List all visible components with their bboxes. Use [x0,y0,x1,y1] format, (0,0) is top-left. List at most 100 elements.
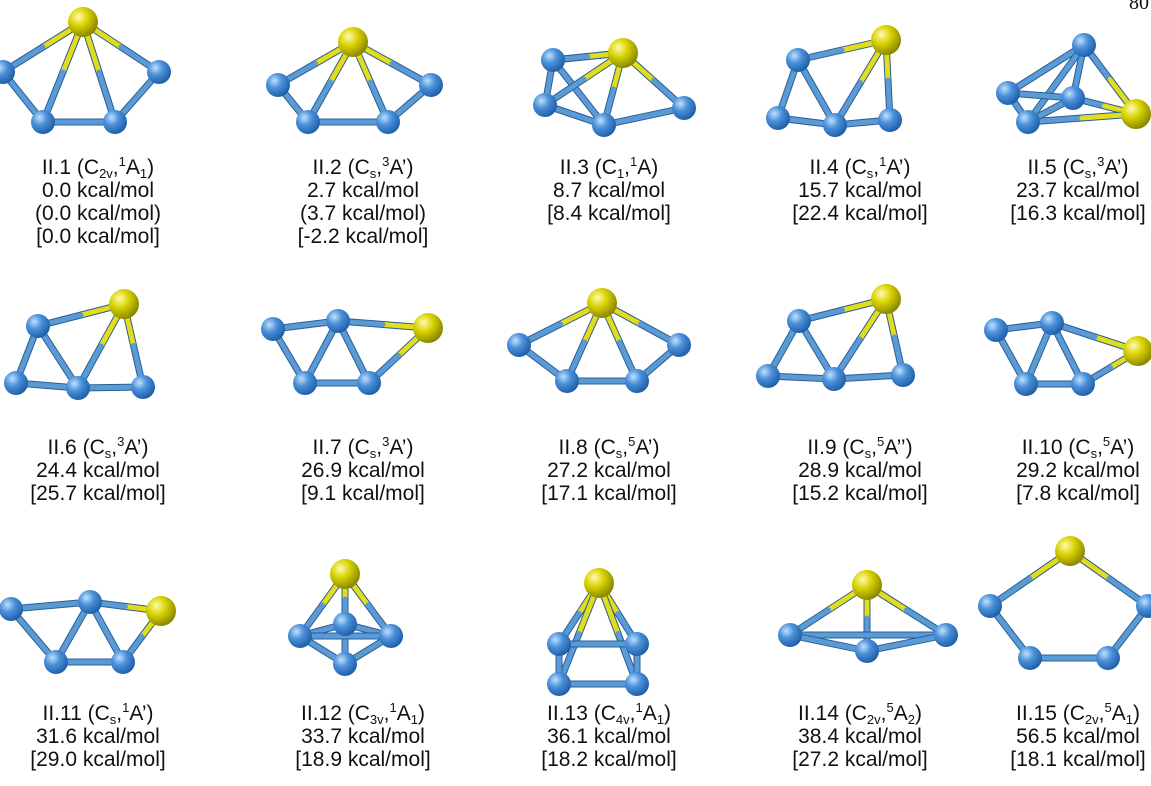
energy-value: 38.4 kcal/mol [798,725,922,748]
dopant-atom [338,27,368,57]
metal-atom [296,110,320,134]
energy-value: [15.2 kcal/mol] [792,482,928,505]
point-group-subscript: s [866,166,874,181]
structure-caption: II.1 (C2v,1A1)0.0 kcal/mol(0.0 kcal/mol)… [0,155,218,248]
metal-atom [1018,646,1042,670]
energy-value: 2.7 kcal/mol [306,179,420,202]
spin-multiplicity: 1 [389,700,397,715]
molecule-structure [996,33,1151,134]
point-group: C [354,436,370,459]
energy-value: 0.0 kcal/mol [41,179,155,202]
point-group-subscript: s [369,166,377,181]
structure-cell: II.13 (C4v,1A1)36.1 kcal/mol[18.2 kcal/m… [489,526,729,786]
metal-atom [507,333,531,357]
structure-label: II.6 (Cs,3A’) [47,434,149,461]
structure-label: II.7 (Cs,3A’) [312,434,414,461]
energy-value: [16.3 kcal/mol] [1010,202,1146,225]
spin-multiplicity: 3 [1097,154,1105,169]
point-group: C [601,156,617,179]
spin-multiplicity: 1 [879,154,887,169]
structure-label: II.10 (Cs,5A’) [1021,434,1135,461]
metal-atom [1016,110,1040,134]
dopant-atom [852,570,882,600]
structure-label: II.14 (C2v,5A2) [798,700,922,727]
metal-atom [0,597,23,621]
point-group-subscript: s [864,446,872,461]
state-symbol: A [637,156,652,179]
energy-value: [29.0 kcal/mol] [30,748,166,771]
molecule-structure [766,25,902,137]
molecule-structure [778,570,958,663]
state-prime: ’ [136,436,142,459]
metal-atom [1071,372,1095,396]
point-group: C [354,702,370,725]
spin-multiplicity: 3 [382,154,390,169]
structure-id: II.4 [809,156,839,179]
point-group-subscript: s [104,446,112,461]
energy-value: (3.7 kcal/mol) [299,202,427,225]
state-subscript: 2 [907,712,915,727]
metal-atom [533,93,557,117]
state-subscript: 1 [139,166,148,181]
structure-label: II.13 (C4v,1A1) [547,700,671,727]
structure-id: II.1 [41,156,72,179]
energy-value: [9.1 kcal/mol] [301,482,425,505]
dopant-atom [1123,336,1151,366]
state-subscript: 1 [410,712,418,727]
spin-multiplicity: 1 [122,700,130,715]
metal-atom [1061,86,1085,110]
metal-atom [934,623,958,647]
metal-atom [4,371,28,395]
metal-atom [1136,594,1151,618]
energy-value: [25.7 kcal/mol] [30,482,166,505]
metal-atom [787,309,811,333]
point-group: C [83,156,100,179]
metal-atom [261,317,285,341]
state-symbol: A [125,156,140,179]
state-symbol: A [389,156,402,179]
state-prime: ’’ [896,436,906,459]
dopant-atom [587,288,617,318]
spin-multiplicity: 5 [1102,434,1111,449]
molecule-structure [984,311,1151,396]
molecule-structure [756,284,915,391]
state-subscript: 1 [1125,712,1133,727]
structure-caption: II.2 (Cs,3A’)2.7 kcal/mol(3.7 kcal/mol)[… [243,154,483,248]
point-group-subscript: 2v [866,712,881,727]
molecule-structure [4,289,155,400]
metal-atom [1014,372,1038,396]
point-group-subscript: s [1084,166,1092,181]
metal-atom [1096,646,1120,670]
state-symbol: A [635,436,648,459]
energy-value: 29.2 kcal/mol [1016,459,1140,482]
metal-atom [293,371,317,395]
state-subscript: 1 [656,712,664,727]
structure-caption: II.7 (Cs,3A’)26.9 kcal/mol[9.1 kcal/mol] [243,434,483,505]
structure-caption: II.14 (C2v,5A2)38.4 kcal/mol[27.2 kcal/m… [740,700,980,771]
energy-value: [7.8 kcal/mol] [1016,482,1140,505]
metal-atom [625,672,649,696]
structure-label: II.3 (C1,1A) [559,154,659,181]
state-prime: ’ [1116,156,1122,179]
energy-value: [17.1 kcal/mol] [541,482,677,505]
dopant-atom [109,289,139,319]
spin-multiplicity: 5 [628,434,636,449]
structure-id: II.12 [301,702,342,725]
molecule-structure [978,536,1151,670]
state-prime: ’ [647,436,653,459]
metal-atom [419,73,443,97]
structure-id: II.6 [47,436,77,459]
point-group: C [1075,436,1091,459]
point-group-subscript: s [615,446,623,461]
state-symbol: A [884,436,897,459]
molecule-structure [533,38,696,137]
point-group-subscript: 2v [1084,712,1099,727]
structure-id: II.13 [547,702,588,725]
structure-cell: II.4 (Cs,1A’)15.7 kcal/mol[22.4 kcal/mol… [740,0,980,260]
structure-id: II.8 [558,436,588,459]
molecule-structure [261,309,443,395]
structure-cell: II.8 (Cs,5A’)27.2 kcal/mol[17.1 kcal/mol… [489,283,729,543]
metal-atom [756,364,780,388]
point-group: C [89,436,105,459]
metal-atom [31,110,55,134]
